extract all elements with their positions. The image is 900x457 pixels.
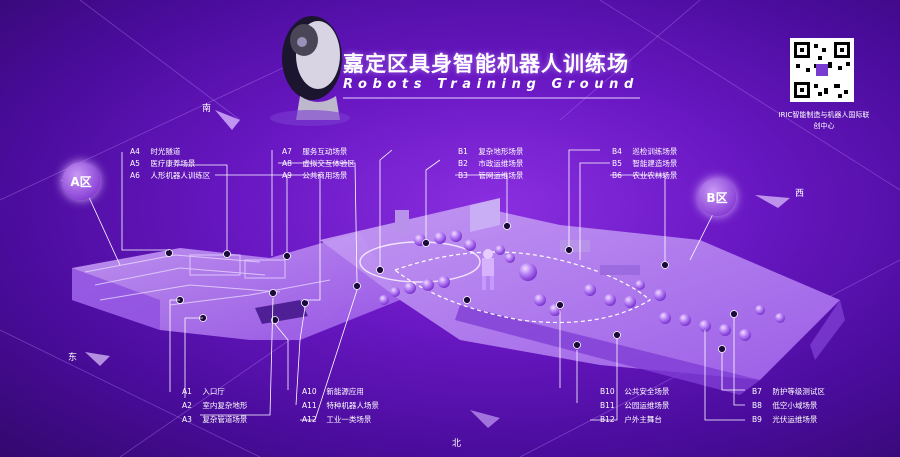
qr-code xyxy=(790,38,854,102)
label-b1: B1 复杂地形场景 xyxy=(458,147,524,156)
compass-north: 北 xyxy=(452,439,462,449)
location-markers xyxy=(165,222,738,353)
label-a12: A12 工业一类场景 xyxy=(302,415,372,424)
robot-figure xyxy=(482,249,494,290)
zone-b-badge: B区 xyxy=(698,178,736,216)
leader-lines xyxy=(87,149,745,421)
page-title: 嘉定区具身智能机器人训练场 xyxy=(343,52,629,76)
label-a7: A7 服务互动场景 xyxy=(282,147,348,156)
label-b8: B8 低空小域场景 xyxy=(752,401,818,410)
label-b7: B7 防护等级测试区 xyxy=(752,387,825,396)
label-b10: B10 公共安全场景 xyxy=(600,387,670,396)
robot-head-illustration xyxy=(270,16,350,126)
label-a8: A8 虚拟交互体验区 xyxy=(282,159,355,168)
label-a10: A10 新能源应用 xyxy=(302,387,364,396)
label-a4: A4 时光隧道 xyxy=(130,147,181,156)
label-b2: B2 市政运维场景 xyxy=(458,159,524,168)
scene-spheres xyxy=(379,230,785,341)
label-a1: A1 入口厅 xyxy=(182,387,225,396)
label-b3: B3 管网运维场景 xyxy=(458,171,524,180)
label-a9: A9 公共商用场景 xyxy=(282,171,348,180)
label-a5: A5 医疗康养场景 xyxy=(130,159,196,168)
page-subtitle: Robots Training Ground xyxy=(343,77,639,92)
compass-south: 南 xyxy=(202,104,212,114)
label-a2: A2 室内复杂地形 xyxy=(182,401,248,410)
label-b6: B6 农业农林场景 xyxy=(612,171,678,180)
zone-b-floor xyxy=(320,198,845,395)
label-b9: B9 光伏运维场景 xyxy=(752,415,818,424)
label-b5: B5 智能建造场景 xyxy=(612,159,678,168)
label-a6: A6 人形机器人训练区 xyxy=(130,171,211,180)
label-a3: A3 复杂管道场景 xyxy=(182,415,248,424)
compass-west: 西 xyxy=(795,189,805,199)
label-b4: B4 巡检训练场景 xyxy=(612,147,678,156)
qr-caption: IRIC智能制造与机器人国际联创中心 xyxy=(778,111,870,130)
zone-a-floor xyxy=(72,232,400,340)
zone-a-badge: A区 xyxy=(62,162,100,200)
label-b12: B12 户外主舞台 xyxy=(600,415,662,424)
compass-east: 东 xyxy=(68,353,78,363)
label-a11: A11 特种机器人场景 xyxy=(302,401,379,410)
label-b11: B11 公园运维场景 xyxy=(600,401,670,410)
